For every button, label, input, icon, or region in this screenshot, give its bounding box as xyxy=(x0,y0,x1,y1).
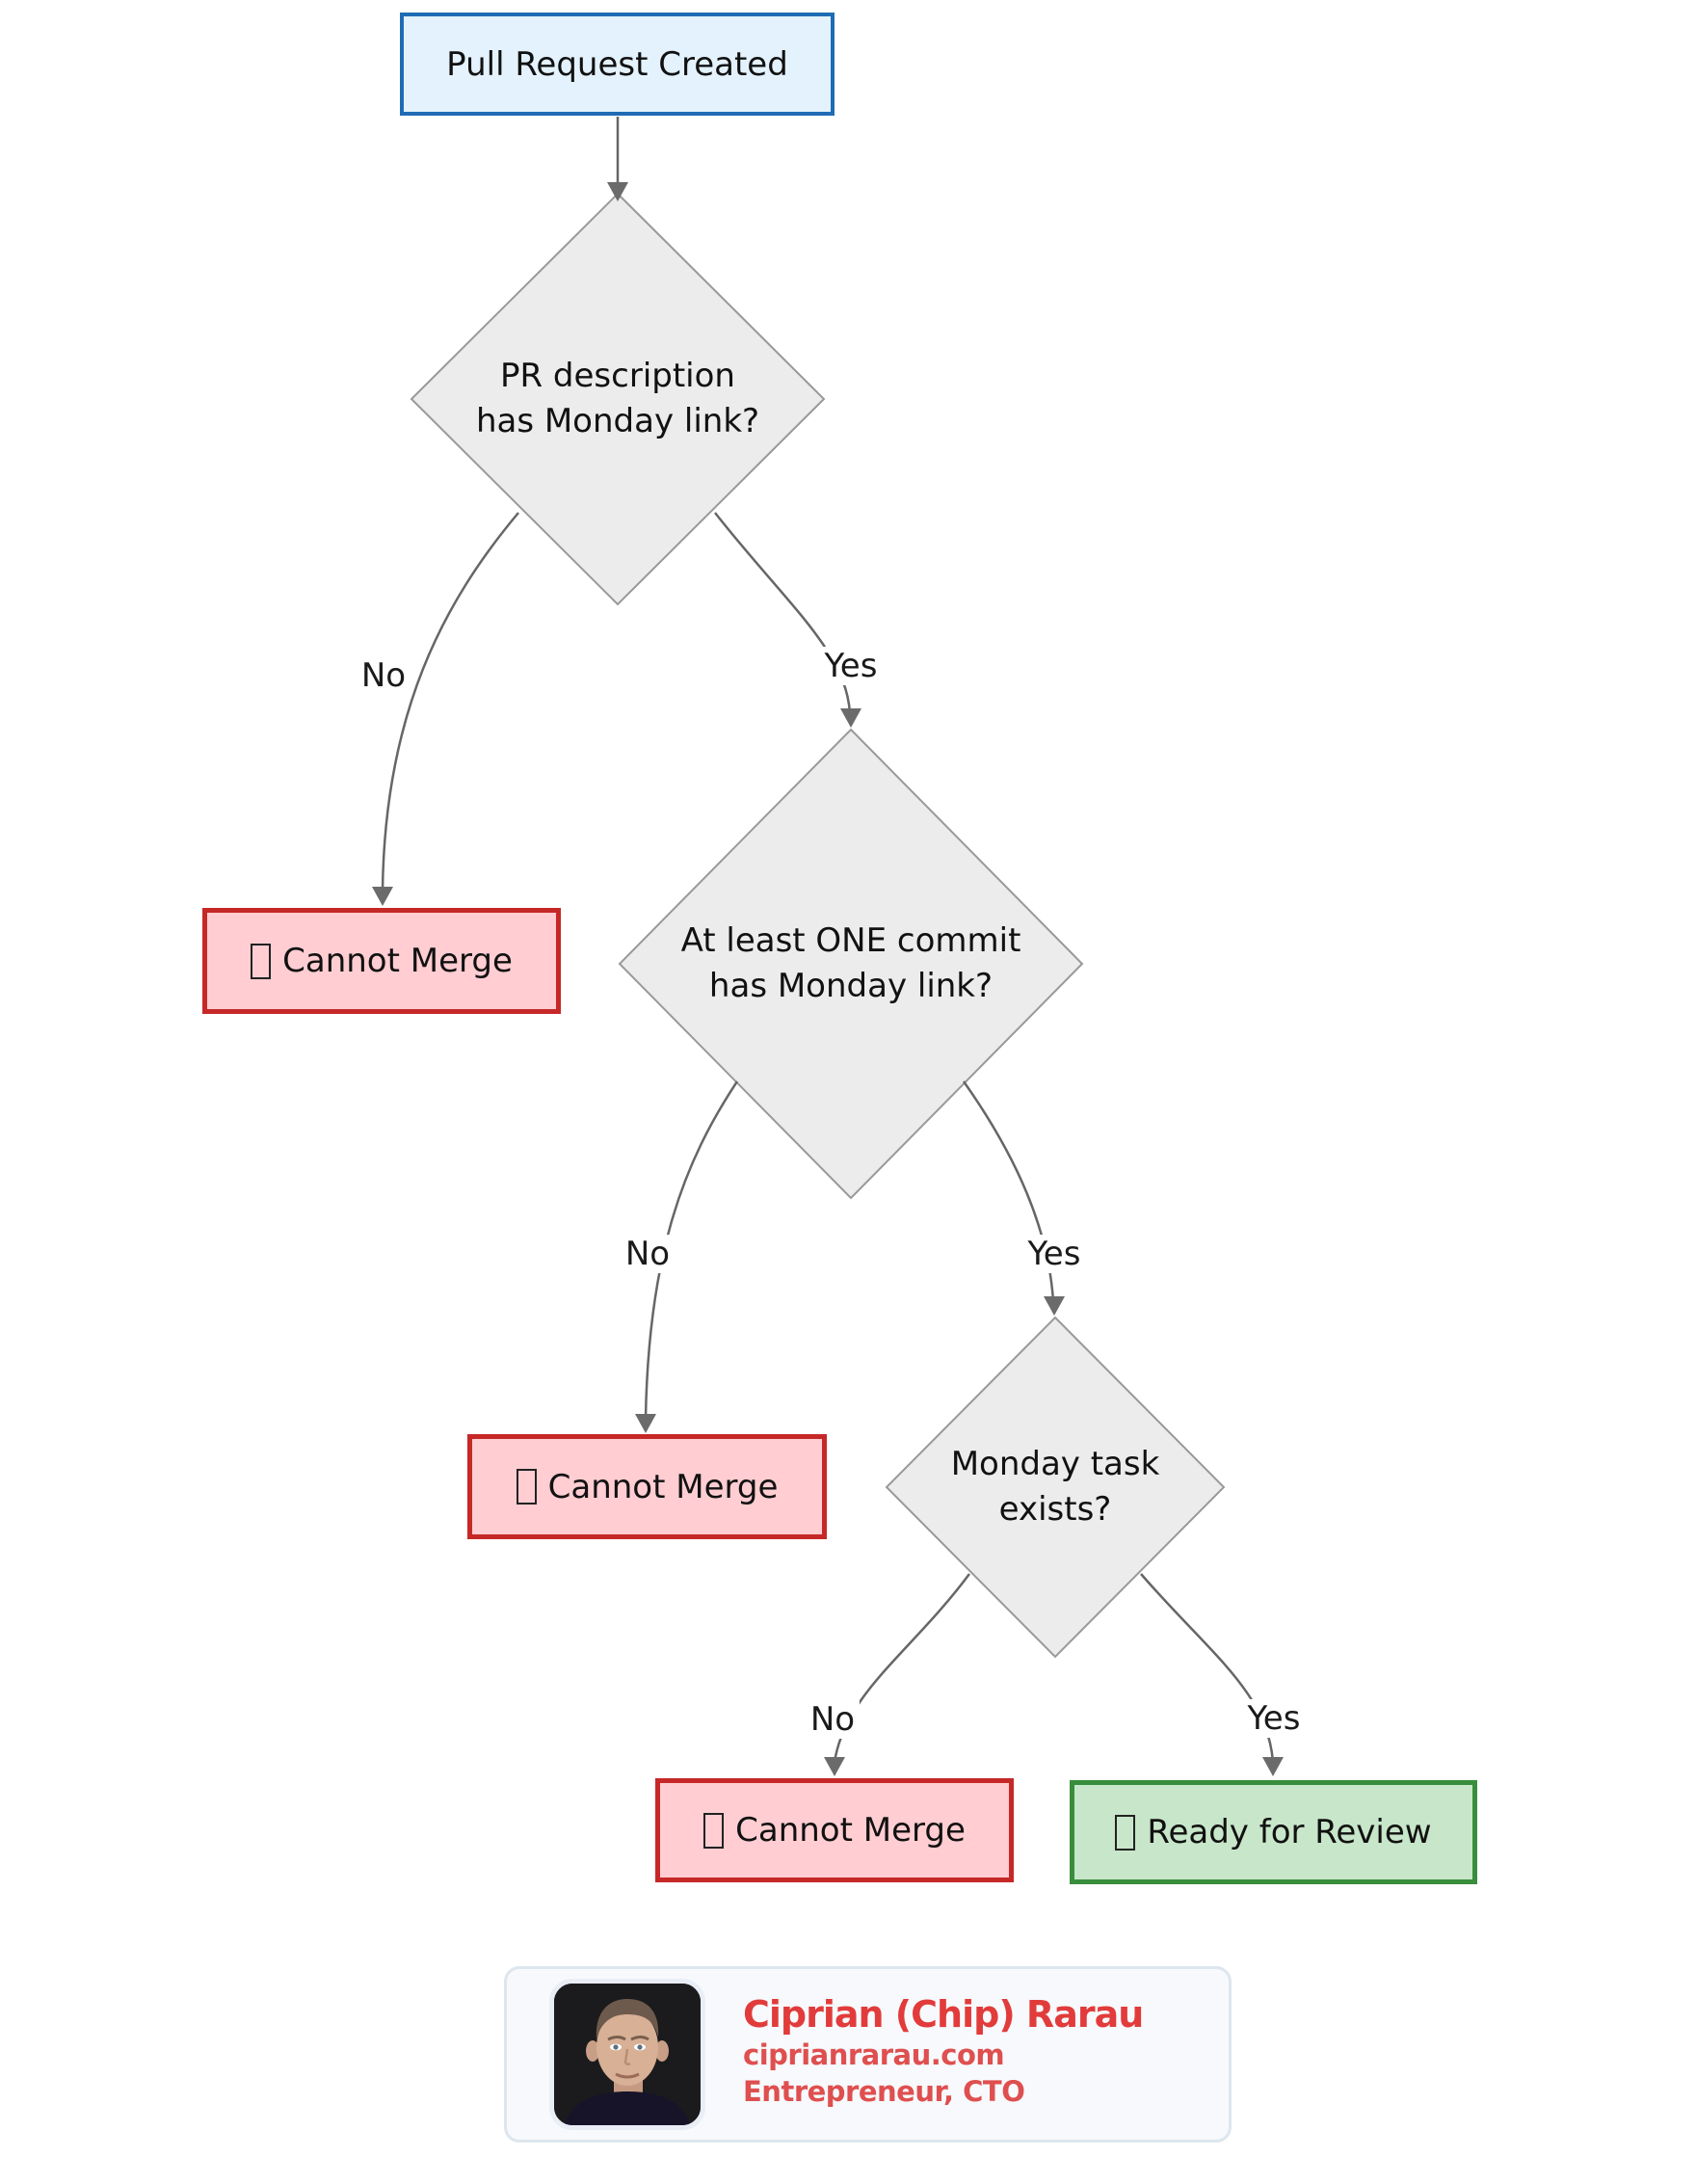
cannot-merge-label-3: Cannot Merge xyxy=(735,1811,966,1850)
decision-commit-link-line2: has Monday link? xyxy=(708,967,994,1005)
missing-glyph-icon xyxy=(703,1812,725,1849)
decision-task-exists-line1: Monday task xyxy=(950,1445,1160,1483)
ready-for-review-node: Ready for Review xyxy=(1070,1780,1477,1884)
missing-glyph-icon xyxy=(1115,1814,1136,1851)
edge-d1-yes xyxy=(714,512,852,714)
missing-glyph-icon xyxy=(251,943,272,979)
edge-label-yes-3: Yes xyxy=(1242,1699,1306,1738)
decision-pr-description-line2: has Monday link? xyxy=(475,402,760,440)
edge-d2-yes xyxy=(962,1080,1055,1302)
decision-pr-description-line1: PR description xyxy=(500,357,735,395)
author-name: Ciprian (Chip) Rarau xyxy=(743,1993,1144,2036)
edge-label-yes-2: Yes xyxy=(1022,1235,1086,1273)
arrowhead-d2 xyxy=(840,708,861,728)
arrowhead-cm2 xyxy=(635,1414,656,1433)
edge-label-no-3: No xyxy=(805,1700,861,1739)
decision-commit-link-line1: At least ONE commit xyxy=(680,921,1021,960)
decision-task-exists-line2: exists? xyxy=(998,1490,1112,1529)
decision-task-exists-label: Monday task exists? xyxy=(951,1442,1160,1532)
author-card: Ciprian (Chip) Rarau ciprianrarau.com En… xyxy=(504,1966,1232,2143)
start-node: Pull Request Created xyxy=(400,13,835,116)
decision-diamond-pr-description xyxy=(410,192,826,606)
author-title: Entrepreneur, CTO xyxy=(743,2075,1025,2108)
decision-pr-description-label: PR description has Monday link? xyxy=(476,354,759,444)
arrowhead-d1 xyxy=(607,182,628,201)
edge-d2-no xyxy=(644,1080,739,1420)
edge-arrowheads xyxy=(372,182,1284,1776)
author-avatar xyxy=(549,1979,705,2130)
author-website: ciprianrarau.com xyxy=(743,2038,1005,2071)
arrowhead-ready xyxy=(1262,1757,1284,1776)
cannot-merge-label-2: Cannot Merge xyxy=(547,1467,779,1506)
edge-label-yes-1: Yes xyxy=(819,647,883,685)
author-card-text: Ciprian (Chip) Rarau ciprianrarau.com En… xyxy=(743,1992,1144,2110)
decision-diamond-commit-link xyxy=(618,728,1084,1200)
cannot-merge-node-3: Cannot Merge xyxy=(655,1778,1014,1882)
edge-label-no-1: No xyxy=(356,656,411,695)
edge-label-no-2: No xyxy=(620,1235,676,1273)
missing-glyph-icon xyxy=(516,1469,537,1505)
arrowhead-cm3 xyxy=(824,1757,845,1776)
edge-d1-no xyxy=(381,512,519,892)
start-node-label: Pull Request Created xyxy=(446,44,788,84)
arrowhead-cm1 xyxy=(372,887,393,906)
decision-diamond-task-exists xyxy=(885,1316,1226,1659)
cannot-merge-label-1: Cannot Merge xyxy=(282,942,513,980)
author-portrait-image xyxy=(554,1984,701,2125)
cannot-merge-node-2: Cannot Merge xyxy=(467,1434,827,1539)
arrowhead-d3 xyxy=(1044,1296,1065,1316)
cannot-merge-node-1: Cannot Merge xyxy=(202,908,561,1014)
decision-commit-link-label: At least ONE commit has Monday link? xyxy=(681,919,1021,1009)
ready-for-review-label: Ready for Review xyxy=(1147,1813,1432,1851)
